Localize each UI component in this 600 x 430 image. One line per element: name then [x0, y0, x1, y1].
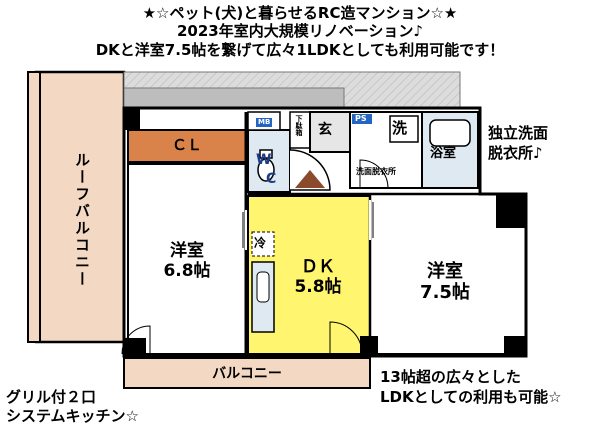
washroom-label: 洗面脱衣所 — [356, 167, 396, 176]
western-room-1-label: 洋室 6.8帖 — [128, 241, 246, 281]
dk-label: ＤＫ 5.8帖 — [278, 257, 358, 297]
headline-line3: DKと洋室7.5帖を繋げて広々1LDKとしても利用可能です！ — [95, 41, 505, 59]
entrance-area — [309, 111, 351, 153]
mb-tag: MB — [256, 118, 273, 127]
wc-label-w: W — [256, 152, 272, 168]
closet-label: ＣＬ — [171, 136, 202, 154]
ps-label: PS — [355, 114, 367, 123]
bathtub — [429, 119, 471, 147]
washroom-note-line2: 脱衣所♪ — [488, 144, 543, 162]
dk-name: ＤＫ — [301, 257, 335, 277]
balcony-area — [123, 357, 371, 389]
kitchen-note-line2: システムキッチン☆ — [6, 407, 139, 425]
roof-balcony-area — [34, 70, 126, 344]
toilet-tank — [259, 149, 273, 159]
western-room-2-size: 7.5帖 — [420, 281, 470, 303]
column-right — [496, 194, 526, 228]
column-top-left — [124, 108, 140, 130]
headline-line1: ★☆ペット(犬)と暮らせるRC造マンション☆★ — [142, 4, 458, 22]
kitchen-sink — [256, 271, 270, 303]
balcony-label: バルコニー — [212, 366, 282, 382]
roof-balcony-edge — [27, 71, 41, 343]
hatched-strip-inner — [123, 87, 345, 109]
roof-balcony-label: ルーフバルコニー — [73, 152, 91, 288]
western-room-1-name: 洋室 — [170, 241, 204, 261]
shoe-storage-label: 下駄箱 — [295, 115, 303, 136]
kitchen-note-line1: グリル付２口 — [6, 388, 97, 406]
bath-label: 浴室 — [430, 146, 457, 161]
washroom-door-swing — [359, 159, 389, 189]
dk-door-swing — [329, 321, 363, 355]
washer-box — [389, 115, 419, 143]
ps-box — [352, 114, 372, 124]
west1-door-swing — [121, 325, 151, 355]
ldk-note-line2: LDKとしての利用も可能☆ — [380, 388, 562, 406]
column-bottom-right — [504, 336, 526, 356]
fridge-box — [251, 231, 275, 257]
toilet-bowl — [257, 158, 275, 182]
western-room-2-label: 洋室 7.5帖 — [390, 261, 500, 303]
entrance-label: 玄 — [318, 122, 332, 138]
western-room-1-size: 6.8帖 — [163, 260, 211, 281]
western-room-2-name: 洋室 — [427, 261, 463, 282]
washer-label: 洗 — [392, 119, 408, 137]
column-bottom-left — [124, 338, 146, 358]
washroom-note-line1: 独立洗面 — [488, 124, 549, 142]
entrance-step — [295, 170, 325, 188]
ldk-note-line1: 13帖超の広々とした — [380, 368, 521, 386]
wc-label-c: C — [266, 171, 277, 187]
fridge-label: 冷 — [254, 236, 267, 250]
dk-size: 5.8帖 — [294, 276, 342, 297]
headline-line2: 2023年室内大規模リノベーション♪ — [176, 22, 424, 40]
